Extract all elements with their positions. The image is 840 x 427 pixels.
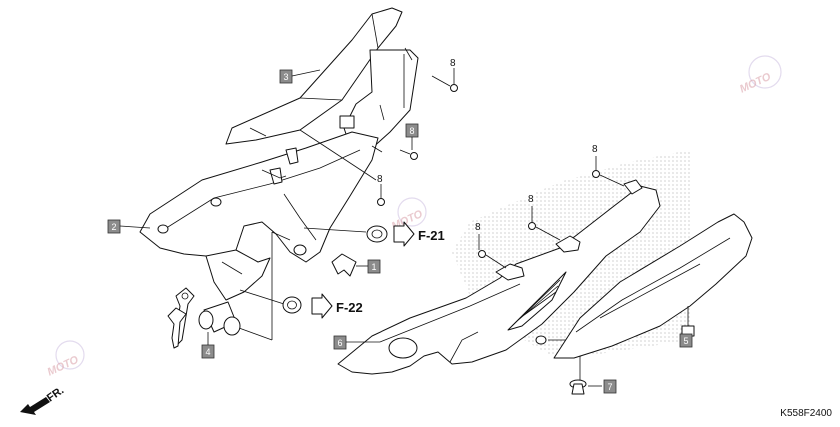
callout-3: 3 xyxy=(279,69,321,84)
leader-left-top xyxy=(379,104,385,121)
svg-text:5: 5 xyxy=(683,336,688,346)
part-upper-rail-cover xyxy=(225,7,419,153)
bolt-number-right-c: 8 xyxy=(475,222,481,233)
part-clip xyxy=(331,253,357,277)
svg-text:8: 8 xyxy=(409,126,414,136)
part-left-side-cover xyxy=(139,131,383,301)
leader-rail-to-bolt xyxy=(299,129,377,181)
part-key-lock xyxy=(167,287,241,349)
svg-text:3: 3 xyxy=(283,72,288,82)
svg-text:6: 6 xyxy=(337,338,342,348)
svg-text:4: 4 xyxy=(205,347,210,357)
svg-text:MOTO: MOTO xyxy=(738,71,773,96)
callout-7: 7 xyxy=(603,379,617,394)
callout-6: 6 xyxy=(333,335,380,350)
bolt-right-c xyxy=(478,234,507,269)
reference-arrow-upper: F-21 xyxy=(393,221,445,247)
leader-f21 xyxy=(303,227,367,233)
reference-arrow-lower: F-22 xyxy=(311,293,363,319)
reference-label-lower: F-22 xyxy=(336,300,363,315)
bolt-number-left-mid: 8 xyxy=(377,174,383,185)
watermark-bottom-left: MOTO xyxy=(46,340,85,379)
part-right-tail-cover xyxy=(553,213,753,359)
callout-1: 1 xyxy=(356,259,381,274)
diagram-code: K558F2400 xyxy=(780,408,832,419)
callout-2: 2 xyxy=(107,219,151,234)
callout-5: 5 xyxy=(679,333,693,348)
front-direction-indicator: FR. xyxy=(20,384,66,415)
bolt-top xyxy=(431,68,458,92)
leader-f22 xyxy=(239,289,285,305)
bolt-left-mid xyxy=(377,184,385,206)
svg-text:7: 7 xyxy=(607,382,612,392)
grommet-upper xyxy=(366,225,388,243)
bolt-number-right-b: 8 xyxy=(528,194,534,205)
callout-8: 8 xyxy=(405,123,419,150)
bolt-right-a xyxy=(592,156,625,187)
reference-label-upper: F-21 xyxy=(418,228,445,243)
svg-text:1: 1 xyxy=(371,262,376,272)
grommet-lower xyxy=(282,296,302,314)
bolt-upper-mid xyxy=(399,149,418,160)
leader-cover-bolt xyxy=(261,169,287,179)
watermark-top-right: MOTO xyxy=(738,55,782,96)
bolt-number-right-a: 8 xyxy=(592,144,598,155)
push-rivet xyxy=(569,379,602,395)
svg-text:MOTO: MOTO xyxy=(46,354,81,379)
svg-text:2: 2 xyxy=(111,222,116,232)
part-right-side-cover xyxy=(337,179,661,384)
bolt-number-top: 8 xyxy=(450,58,456,69)
bolt-right-b xyxy=(528,206,561,241)
callout-4: 4 xyxy=(201,332,215,359)
